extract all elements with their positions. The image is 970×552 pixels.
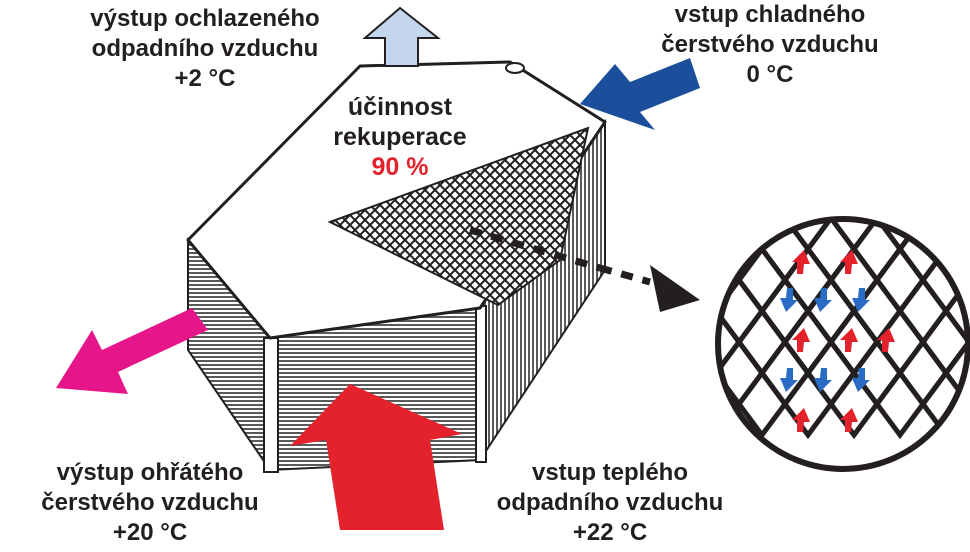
warm-flow-arrow [877, 328, 895, 352]
top-rivet [505, 62, 525, 74]
label-line: čerstvého vzduchu [41, 489, 259, 516]
cold-flow-arrow [780, 368, 798, 392]
warm-flow-arrow [840, 328, 858, 352]
label-line: vstup teplého [531, 459, 688, 486]
cold-flow-arrow [780, 288, 798, 312]
label-outlet-warmed-fresh: výstup ohřátého čerstvého vzduchu +20 °C [0, 458, 300, 548]
warm-flow-arrow [792, 408, 810, 432]
label-inlet-cold-fresh: vstup chladného čerstvého vzduchu 0 °C [600, 0, 940, 90]
zoom-circle [715, 216, 970, 472]
inlet-cold-fresh-arrow [580, 58, 700, 130]
exchanger-mesh-cutaway [327, 126, 590, 307]
label-line: odpadního vzduchu [91, 35, 319, 62]
label-line: odpadního vzduchu [496, 489, 724, 516]
outlet-cooled-exhaust-arrow [362, 6, 441, 67]
label-line: vstup chladného [674, 1, 866, 28]
warm-flow-arrow [792, 328, 810, 352]
label-inlet-warm-exhaust: vstup teplého odpadního vzduchu +22 °C [470, 458, 750, 548]
label-outlet-cooled-exhaust: výstup ochlazeného odpadního vzduchu +2 … [40, 4, 370, 94]
label-temperature: +2 °C [174, 65, 236, 92]
label-line: rekuperace [333, 123, 467, 151]
inlet-warm-exhaust-arrow [290, 384, 462, 530]
zoom-leader-line [469, 226, 601, 272]
warm-flow-arrow [840, 408, 858, 432]
cold-flow-arrow [852, 288, 870, 312]
efficiency-value: 90 % [371, 153, 429, 181]
zoom-detail [718, 219, 968, 469]
warm-flow-arrow [792, 250, 810, 274]
label-line: výstup ohřátého [56, 459, 244, 486]
zoom-leader-arrowhead [650, 265, 700, 312]
outlet-warmed-fresh-arrow [56, 308, 208, 394]
label-line: účinnost [347, 93, 453, 121]
label-temperature: 0 °C [746, 61, 794, 88]
label-line: čerstvého vzduchu [661, 31, 879, 58]
cold-flow-arrow [814, 288, 832, 312]
label-temperature: +20 °C [112, 519, 188, 546]
warm-flow-arrow [840, 250, 858, 274]
label-temperature: +22 °C [572, 519, 648, 546]
cold-flow-arrow [852, 368, 870, 392]
cold-flow-arrow [814, 368, 832, 392]
zoom-leader-line-outer [599, 264, 651, 286]
label-efficiency: účinnost rekuperace 90 % [290, 92, 510, 182]
label-line: výstup ochlazeného [90, 5, 320, 32]
